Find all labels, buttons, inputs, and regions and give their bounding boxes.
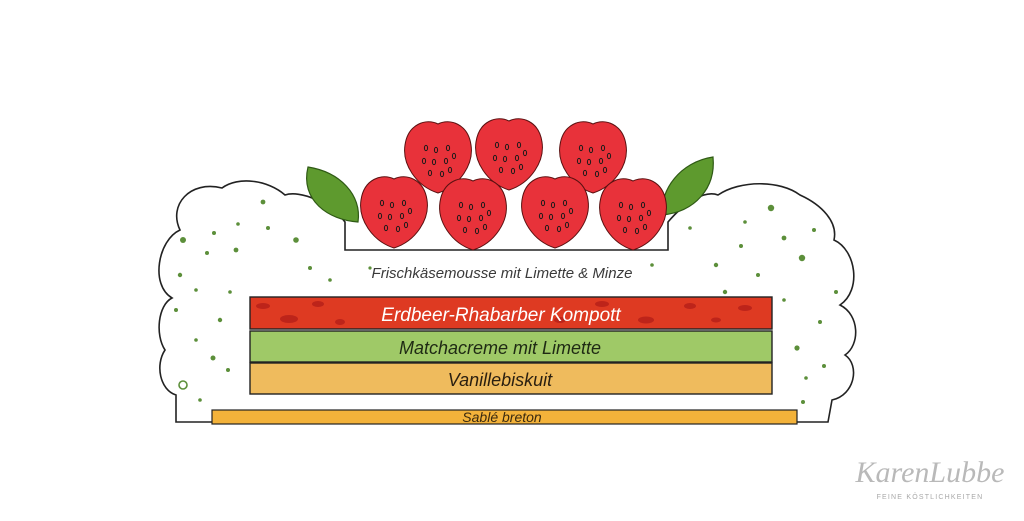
strawberry-icon (475, 118, 543, 191)
layer-label-kompott: Erdbeer-Rhabarber Kompott (381, 305, 621, 326)
mint-specks (174, 199, 838, 404)
brand-tagline: FEINE KÖSTLICHKEITEN (877, 493, 984, 501)
layer-label-mousse: Frischkäsemousse mit Limette & Minze (372, 265, 633, 282)
strawberry-icon (559, 121, 627, 194)
layer-label-biskuit: Vanillebiskuit (448, 370, 553, 390)
strawberry-icon (439, 178, 507, 251)
strawberry-icon (404, 121, 472, 194)
strawberry-icon (360, 176, 428, 249)
layer-label-sable: Sablé breton (462, 409, 542, 425)
speck-ring (178, 380, 188, 390)
strawberry-icon (521, 176, 589, 249)
strawberry-icon (599, 178, 667, 251)
kompott-pieces (256, 301, 752, 325)
layer-label-matcha: Matchacreme mit Limette (399, 338, 601, 358)
brand-logo: KarenLubbe (855, 456, 1005, 489)
mint-leaf-icon (306, 166, 360, 223)
layer-sable (211, 409, 798, 425)
layer-biskuit (249, 362, 773, 395)
strawberry-topping (360, 118, 667, 251)
layer-matcha (249, 330, 773, 363)
